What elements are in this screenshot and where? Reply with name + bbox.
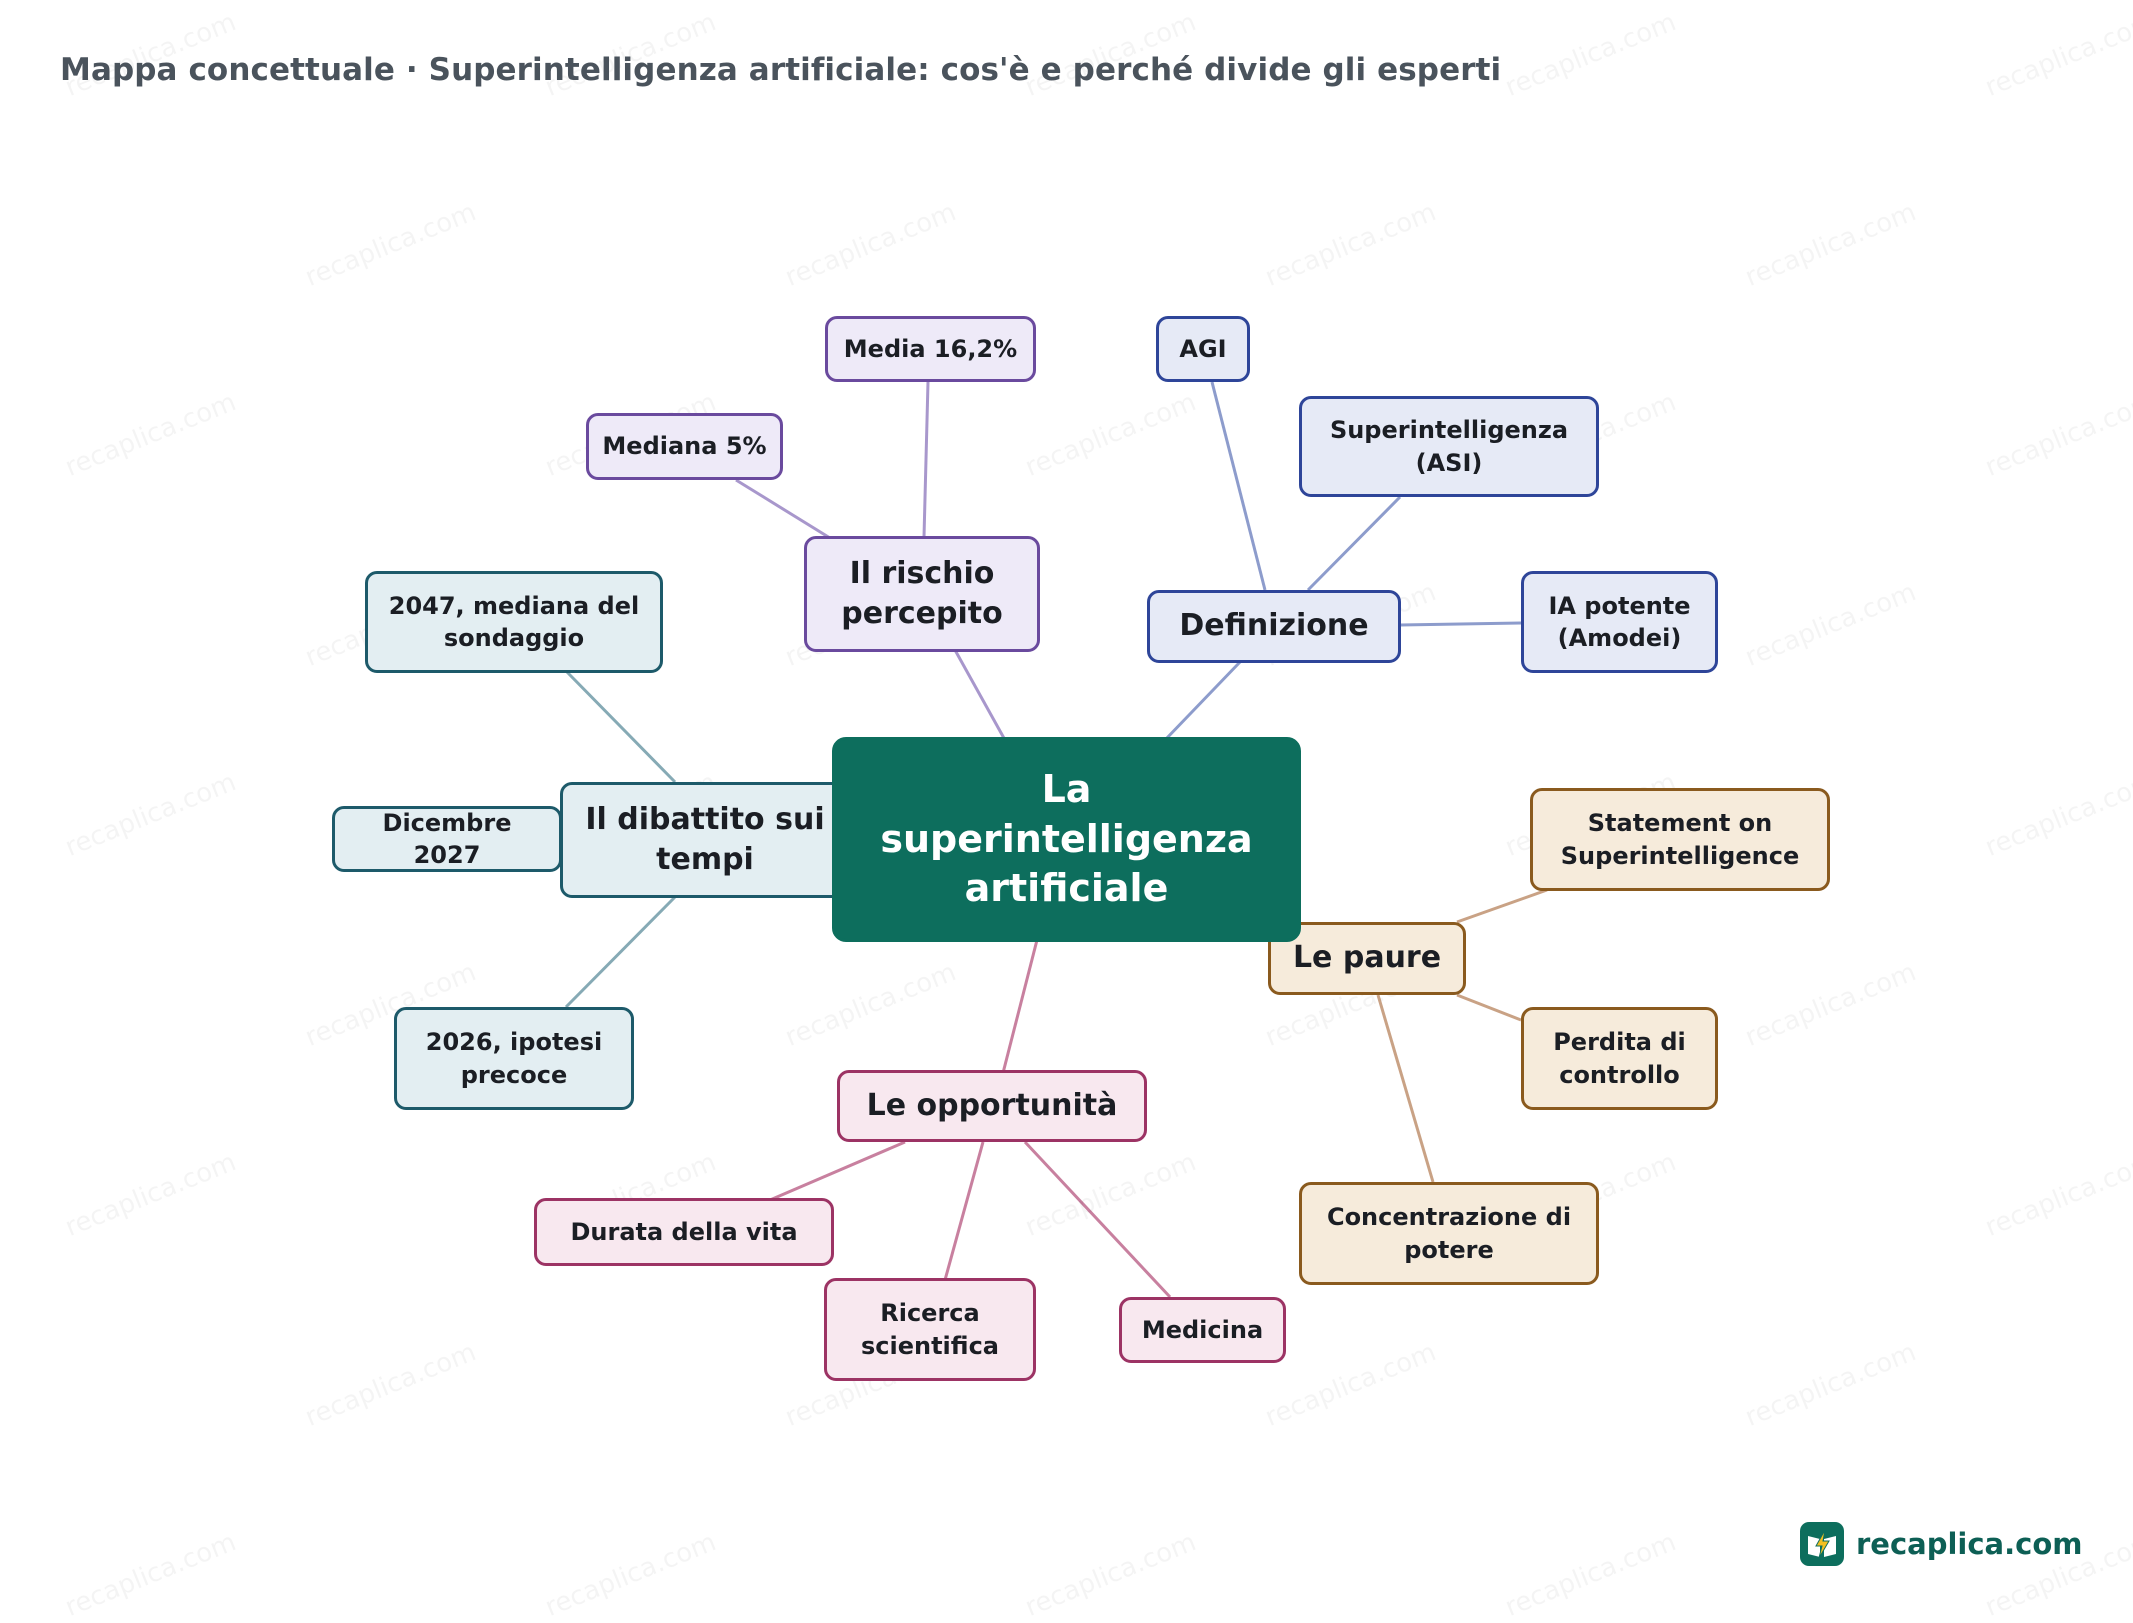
branch-definizione[interactable]: Definizione <box>1147 590 1401 663</box>
leaf-2047-line2: sondaggio <box>443 624 585 652</box>
leaf-asi-line2: (ASI) <box>1415 448 1483 477</box>
edge-paure-perdita <box>1456 993 1522 1022</box>
edge-definizione-agi <box>1210 381 1267 591</box>
branch-opportunita[interactable]: Le opportunità <box>837 1070 1147 1142</box>
leaf-agi[interactable]: AGI <box>1156 316 1250 382</box>
leaf-perdita-controllo[interactable]: Perdita di controllo <box>1521 1007 1718 1110</box>
brand-logo[interactable]: recaplica.com <box>1800 1522 2082 1566</box>
leaf-2026[interactable]: 2026, ipotesi precoce <box>394 1007 634 1110</box>
leaf-media-label: Media 16,2% <box>843 334 1018 363</box>
leaf-2026-line1: 2026, ipotesi <box>425 1028 603 1057</box>
leaf-statement-line2: Superintelligence <box>1560 841 1800 870</box>
edge-rischio-mediana <box>735 478 831 540</box>
leaf-dicembre-2027[interactable]: Dicembre 2027 <box>332 806 562 872</box>
root-line2: superintelligenza <box>880 816 1253 861</box>
edge-opportunita-ricerca <box>943 1141 985 1281</box>
leaf-media[interactable]: Media 16,2% <box>825 316 1036 382</box>
edge-opportunita-durata <box>769 1140 906 1202</box>
edge-paure-statement <box>1456 888 1548 924</box>
branch-rischio-percepito[interactable]: Il rischio percepito <box>804 536 1040 652</box>
leaf-ricerca-scientifica[interactable]: Ricerca scientifica <box>824 1278 1036 1381</box>
leaf-medicina[interactable]: Medicina <box>1119 1297 1286 1363</box>
branch-definizione-label: Definizione <box>1179 608 1369 644</box>
branch-paure[interactable]: Le paure <box>1268 922 1466 995</box>
root-node[interactable]: La superintelligenza artificiale <box>832 737 1301 942</box>
leaf-concentrazione-line1: Concentrazione di <box>1326 1203 1572 1232</box>
branch-paure-label: Le paure <box>1292 940 1442 976</box>
edge-opportunita-medicina <box>1023 1140 1172 1299</box>
leaf-dicembre-2027-label: Dicembre 2027 <box>382 808 512 869</box>
leaf-mediana[interactable]: Mediana 5% <box>586 413 783 480</box>
edge-root-definizione <box>1163 660 1242 742</box>
leaf-durata-vita[interactable]: Durata della vita <box>534 1198 834 1266</box>
root-line3: artificiale <box>964 866 1169 911</box>
branch-opportunita-label: Le opportunità <box>866 1087 1118 1123</box>
leaf-ia-potente[interactable]: IA potente (Amodei) <box>1521 571 1718 673</box>
leaf-2026-line2: precoce <box>460 1060 568 1089</box>
leaf-statement[interactable]: Statement on Superintelligence <box>1530 788 1830 891</box>
page-title: Mappa concettuale · Superintelligenza ar… <box>60 52 1502 88</box>
branch-rischio-line1: Il rischio <box>849 555 995 591</box>
brand-name: recaplica.com <box>1856 1527 2083 1561</box>
lightning-book-icon <box>1800 1522 1844 1566</box>
leaf-ricerca-line2: scientifica <box>860 1331 999 1360</box>
root-line1: La <box>1041 767 1092 812</box>
edge-paure-concentrazione <box>1376 994 1435 1183</box>
branch-dibattito-tempi[interactable]: Il dibattito sui tempi <box>560 782 850 898</box>
edge-root-rischio <box>953 649 1007 741</box>
edge-dibattito-2047 <box>565 670 677 784</box>
leaf-ia-potente-line1: IA potente <box>1548 591 1691 620</box>
edge-rischio-media <box>922 381 930 538</box>
edge-definizione-asi <box>1306 495 1402 592</box>
leaf-concentrazione-potere[interactable]: Concentrazione di potere <box>1299 1182 1599 1285</box>
leaf-durata-label: Durata della vita <box>570 1217 798 1246</box>
edge-dibattito-2026 <box>564 895 677 1009</box>
leaf-asi[interactable]: Superintelligenza (ASI) <box>1299 396 1599 497</box>
branch-rischio-line2: percepito <box>841 596 1003 631</box>
leaf-2047-line1: 2047, mediana del <box>388 591 640 620</box>
leaf-ricerca-line1: Ricerca <box>880 1299 980 1328</box>
leaf-agi-label: AGI <box>1179 334 1227 363</box>
leaf-perdita-line2: controllo <box>1559 1060 1680 1089</box>
leaf-mediana-label: Mediana 5% <box>602 432 767 461</box>
edge-definizione-iapotente <box>1399 621 1522 627</box>
leaf-asi-line1: Superintelligenza <box>1329 416 1569 445</box>
leaf-perdita-line1: Perdita di <box>1553 1028 1686 1057</box>
branch-dibattito-line1: Il dibattito sui <box>585 801 825 837</box>
branch-dibattito-line2: tempi <box>656 842 754 877</box>
edge-root-opportunita <box>1001 939 1039 1074</box>
leaf-concentrazione-line2: potere <box>1404 1235 1494 1264</box>
leaf-ia-potente-line2: (Amodei) <box>1557 624 1682 652</box>
leaf-2047[interactable]: 2047, mediana del sondaggio <box>365 571 663 673</box>
leaf-medicina-label: Medicina <box>1141 1315 1264 1344</box>
leaf-statement-line1: Statement on <box>1587 809 1773 838</box>
